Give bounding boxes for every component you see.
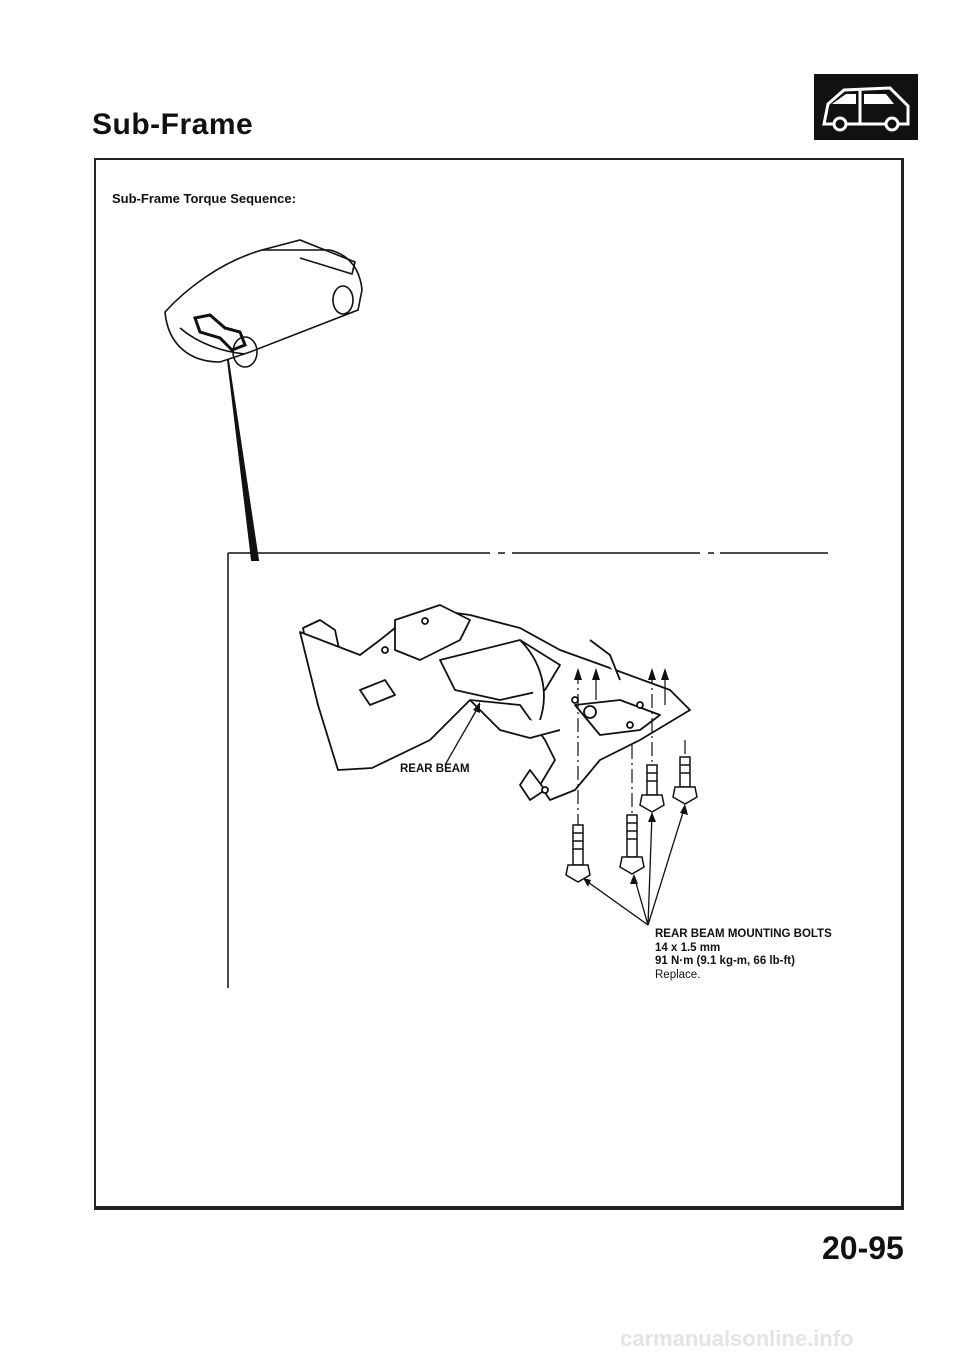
locator-leader-line bbox=[227, 359, 260, 561]
bolts-name: REAR BEAM MOUNTING BOLTS bbox=[655, 928, 832, 940]
figure-subtitle: Sub-Frame Torque Sequence: bbox=[112, 191, 296, 206]
detail-bracket bbox=[227, 552, 828, 988]
rear-beam-label: REAR BEAM bbox=[400, 763, 470, 775]
mounting-bolt bbox=[565, 824, 591, 883]
content-frame bbox=[94, 158, 904, 1210]
mounting-bolt bbox=[619, 814, 645, 875]
car-locator-icon bbox=[164, 239, 363, 368]
bolts-spec-callout: REAR BEAM MOUNTING BOLTS 14 x 1.5 mm 91 … bbox=[655, 928, 832, 982]
footer-watermark: carmanualsonline.info bbox=[620, 1326, 854, 1351]
car-body-icon bbox=[814, 74, 918, 140]
callout-arrowheads bbox=[473, 702, 688, 887]
arrowheads bbox=[574, 668, 669, 680]
bolts-note: Replace. bbox=[655, 968, 701, 981]
page-number: 20-95 bbox=[822, 1230, 904, 1266]
page-title: Sub-Frame bbox=[92, 108, 254, 141]
bolts-size: 14 x 1.5 mm bbox=[655, 941, 721, 954]
mounting-bolt bbox=[639, 764, 665, 813]
bolts-torque: 91 N·m (9.1 kg-m, 66 lb-ft) bbox=[655, 955, 795, 967]
callout-leaders bbox=[444, 703, 686, 926]
rear-beam-part bbox=[299, 604, 691, 801]
mounting-bolt bbox=[672, 756, 698, 805]
